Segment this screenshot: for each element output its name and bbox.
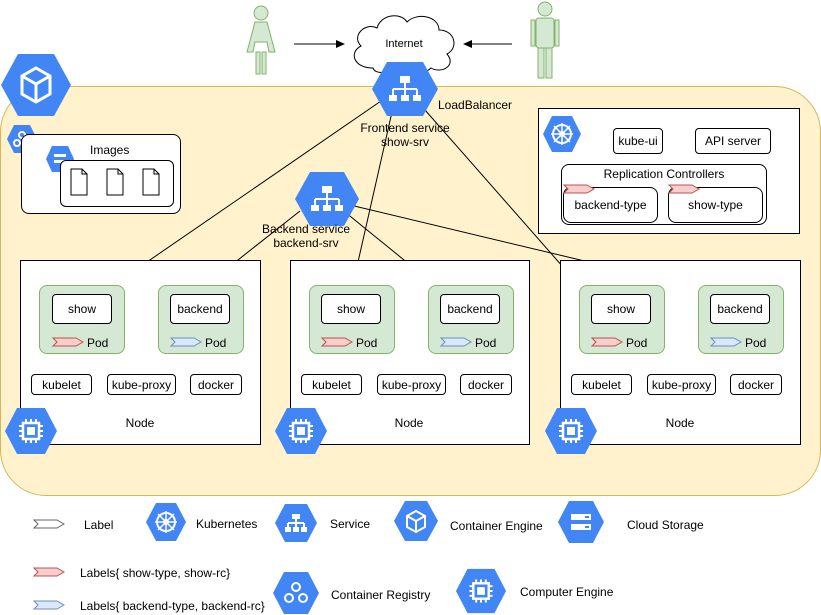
- backend-service-label-line2: backend-srv: [273, 236, 339, 250]
- compute-engine-icon: [274, 407, 328, 455]
- show-label-tag-icon: [52, 337, 84, 347]
- legend-computer-engine-text: Computer Engine: [520, 585, 614, 599]
- backend-label-tag-icon: [440, 337, 472, 347]
- pod-label: Pod: [205, 336, 227, 350]
- docker-box: docker: [460, 374, 512, 395]
- show-label-tag-icon: [591, 337, 623, 347]
- backend-service-icon: [294, 170, 360, 228]
- kube-ui-box: kube-ui: [613, 128, 663, 154]
- legend-service-icon: [274, 503, 318, 543]
- legend-label-text: Label: [84, 518, 114, 532]
- legend-show-label-tag-icon: [33, 567, 65, 577]
- legend-labels-backend-text: Labels{ backend-type, backend-rc}: [80, 599, 265, 613]
- kubelet-box: kubelet: [571, 374, 632, 395]
- show-container: show: [591, 294, 651, 324]
- compute-engine-icon: [544, 407, 598, 455]
- backend-type-rc-box: backend-type: [563, 187, 658, 223]
- images-label: Images: [90, 143, 130, 157]
- backend-container: backend: [710, 294, 770, 324]
- legend-service-text: Service: [330, 517, 371, 531]
- kube-proxy-box: kube-proxy: [107, 374, 176, 395]
- internet-label: Internet: [385, 38, 423, 50]
- kube-proxy-box: kube-proxy: [647, 374, 716, 395]
- kubelet-box: kubelet: [301, 374, 362, 395]
- legend-container-engine-icon: [393, 500, 439, 542]
- pod-label: Pod: [475, 336, 497, 350]
- legend-kubernetes-text: Kubernetes: [196, 517, 258, 531]
- backend-label-tag-icon: [170, 337, 202, 347]
- legend-cloud-storage-text: Cloud Storage: [627, 518, 704, 532]
- show-container: show: [52, 294, 112, 324]
- docker-box: docker: [190, 374, 242, 395]
- pod-label: Pod: [745, 336, 767, 350]
- container-engine-icon: [0, 52, 72, 118]
- legend-backend-label-tag-icon: [33, 600, 65, 610]
- user-male-icon: [528, 0, 562, 80]
- node-label: Node: [665, 416, 695, 430]
- legend-container-registry-icon: [272, 571, 320, 615]
- pod-label: Pod: [356, 336, 378, 350]
- frontend-service-label-line2: show-srv: [380, 135, 429, 149]
- legend-labels-show-text: Labels{ show-type, show-rc}: [80, 566, 231, 580]
- backend-container: backend: [440, 294, 500, 324]
- show-label-tag-icon: [563, 184, 595, 194]
- arrow-lb-node1: [114, 100, 382, 285]
- replication-controllers-label: Replication Controllers: [603, 167, 725, 181]
- pod-label: Pod: [626, 336, 648, 350]
- show-label-tag-icon: [668, 184, 700, 194]
- legend-label-tag-icon: [33, 519, 65, 529]
- node-label: Node: [125, 416, 155, 430]
- arrow-lb-node2: [350, 111, 393, 285]
- backend-container: backend: [170, 294, 230, 324]
- user-female-icon: [244, 4, 278, 76]
- compute-engine-icon: [4, 407, 58, 455]
- show-label-tag-icon: [321, 337, 353, 347]
- legend-container-engine-text: Container Engine: [450, 519, 543, 533]
- legend-cloud-storage-icon: [557, 500, 605, 544]
- image-file-icon: [70, 168, 88, 196]
- api-server-box: API server: [695, 128, 771, 154]
- pod-label: Pod: [87, 336, 109, 350]
- image-file-icon: [106, 168, 124, 196]
- legend-kubernetes-icon: [145, 502, 187, 542]
- node-label: Node: [394, 416, 424, 430]
- image-file-icon: [142, 168, 160, 196]
- legend-container-registry-text: Container Registry: [331, 588, 431, 602]
- kubernetes-icon: [542, 115, 582, 153]
- show-container: show: [321, 294, 381, 324]
- frontend-service-label-line1: Frontend service: [360, 121, 450, 135]
- legend-compute-engine-icon: [455, 567, 507, 615]
- docker-box: docker: [730, 374, 782, 395]
- backend-label-tag-icon: [710, 337, 742, 347]
- load-balancer-label: LoadBalancer: [438, 98, 513, 112]
- arrow-lb-node3: [424, 109, 586, 293]
- backend-service-label-line1: Backend service: [261, 222, 351, 236]
- load-balancer-service-icon: [371, 60, 439, 118]
- kube-proxy-box: kube-proxy: [377, 374, 446, 395]
- kubelet-box: kubelet: [31, 374, 92, 395]
